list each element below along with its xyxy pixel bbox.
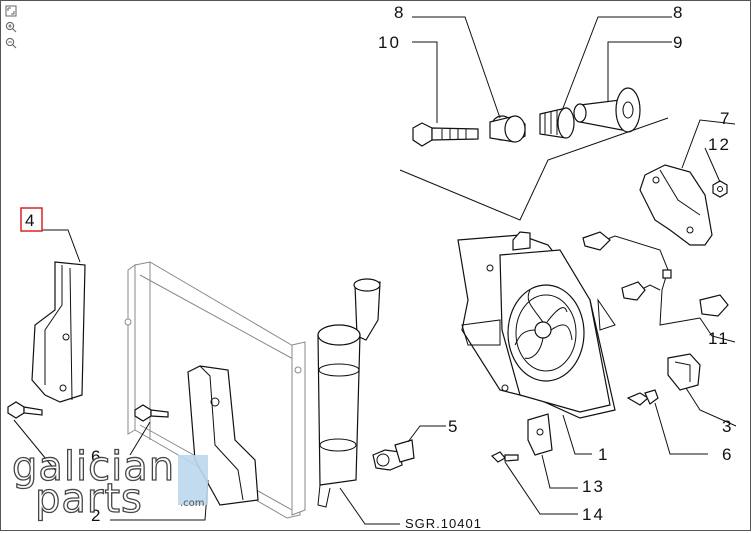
watermark-line2: parts <box>35 476 143 522</box>
watermark-accent <box>178 455 208 505</box>
spacer-9 <box>573 87 641 133</box>
fit-page-button[interactable] <box>4 4 18 18</box>
fan-assembly <box>457 231 616 419</box>
callout-13[interactable]: 13 <box>582 477 605 496</box>
screw-14 <box>490 451 519 463</box>
zoom-out-icon <box>5 37 17 49</box>
zoom-in-button[interactable] <box>4 20 18 34</box>
callout-6-right[interactable]: 6 <box>722 445 733 464</box>
callout-4[interactable]: 4 <box>25 211 36 230</box>
watermark-logo: galician parts .com <box>11 443 208 523</box>
callout-1[interactable]: 1 <box>598 445 609 464</box>
callout-8-right[interactable]: 8 <box>673 3 684 22</box>
nut-12 <box>712 180 728 198</box>
callout-6-left[interactable]: 6 <box>91 447 102 466</box>
callout-10[interactable]: 10 <box>378 33 401 52</box>
zoom-in-icon <box>5 21 17 33</box>
wiring-11 <box>582 231 729 326</box>
viewer-toolbar <box>4 4 22 50</box>
bushing-8b <box>539 107 575 139</box>
zoom-out-button[interactable] <box>4 36 18 50</box>
motor-cover-7 <box>639 164 713 246</box>
callout-5[interactable]: 5 <box>448 417 459 436</box>
bolt-6-left <box>7 401 169 422</box>
part-4-bracket <box>31 261 86 403</box>
sensor-5 <box>372 439 415 471</box>
clip-3 <box>667 353 701 391</box>
bolt-10 <box>412 122 479 147</box>
watermark-line1: galician <box>12 444 175 490</box>
top-bracket-line <box>399 117 669 221</box>
callout-12[interactable]: 12 <box>708 135 731 154</box>
watermark-suffix: .com <box>180 498 205 509</box>
bushing-8a <box>489 115 526 143</box>
callout-3[interactable]: 3 <box>722 417 733 436</box>
expansion-tank <box>317 278 381 508</box>
highlighted-callout-box <box>20 207 43 232</box>
callout-14[interactable]: 14 <box>582 505 605 524</box>
callout-11[interactable]: 11 <box>708 329 730 348</box>
screw-6-right <box>626 389 659 406</box>
callout-8-left[interactable]: 8 <box>394 3 405 22</box>
callout-2[interactable]: 2 <box>91 506 102 525</box>
fit-page-icon <box>5 5 17 17</box>
leader-lines <box>13 16 737 525</box>
callout-7[interactable]: 7 <box>720 109 731 128</box>
callout-9[interactable]: 9 <box>673 33 684 52</box>
diagram-reference: SGR.10401 <box>405 516 482 531</box>
bracket-13 <box>527 413 553 456</box>
